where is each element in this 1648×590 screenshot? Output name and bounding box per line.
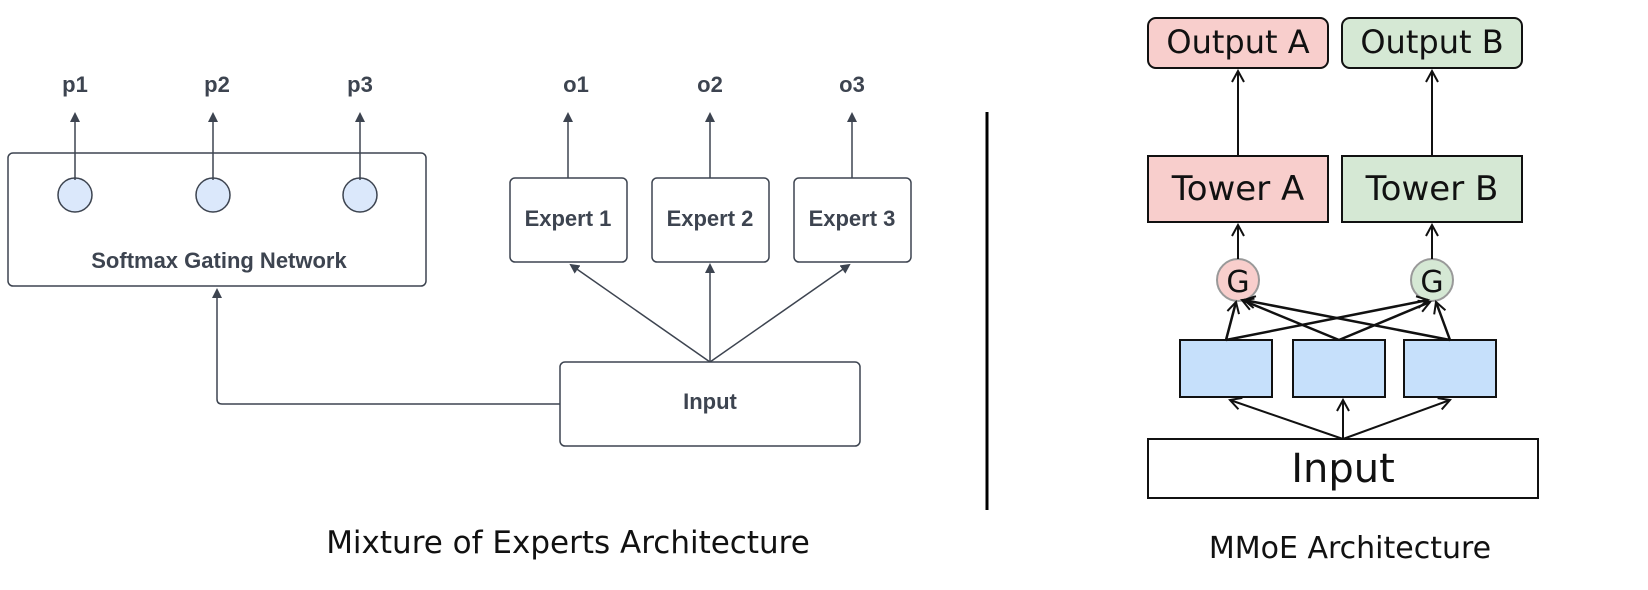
input-to-expert-arrow-1 xyxy=(569,263,711,363)
gate-output-label-3: p3 xyxy=(347,72,373,97)
expert-to-gate-arrows xyxy=(1224,300,1452,342)
mmoe-expert-box-3 xyxy=(1403,339,1497,398)
tower-b-label: Tower B xyxy=(1365,169,1499,209)
gate-b-label: G xyxy=(1420,265,1443,300)
moe-diagram: p1 p2 p3 Softmax Gating Network Expert 1… xyxy=(7,72,912,561)
mmoe-diagram: Output A Output B Tower A Tower B G G xyxy=(1147,17,1539,566)
tower-a-label: Tower A xyxy=(1171,169,1305,209)
expert-label-1: Expert 1 xyxy=(525,206,612,231)
mmoe-caption: MMoE Architecture xyxy=(1209,531,1491,566)
output-a-label: Output A xyxy=(1166,23,1309,61)
gate-node-3 xyxy=(342,177,378,213)
output-a-box xyxy=(1147,17,1329,69)
gate-a-label: G xyxy=(1226,265,1249,300)
gating-network-label: Softmax Gating Network xyxy=(91,248,347,273)
gate-output-label-2: p2 xyxy=(204,72,230,97)
gate-node-2 xyxy=(195,177,231,213)
tower-b-box xyxy=(1341,155,1523,223)
expert-output-label-1: o1 xyxy=(563,72,589,97)
output-b-label: Output B xyxy=(1360,23,1503,61)
output-b-box xyxy=(1341,17,1523,69)
gate-output-label-1: p1 xyxy=(62,72,88,97)
moe-caption: Mixture of Experts Architecture xyxy=(326,525,810,561)
tower-a-box xyxy=(1147,155,1329,223)
expert-output-label-2: o2 xyxy=(697,72,723,97)
input-to-expert-arrow-3 xyxy=(709,263,851,363)
mmoe-expert-box-1 xyxy=(1179,339,1273,398)
expert-label-3: Expert 3 xyxy=(809,206,896,231)
gate-node-1 xyxy=(57,177,93,213)
mmoe-expert-box-2 xyxy=(1292,339,1386,398)
expert-label-2: Expert 2 xyxy=(667,206,754,231)
input-to-gating-arrow xyxy=(212,288,560,405)
input-to-experts-arrows xyxy=(1230,400,1450,440)
gating-network-box xyxy=(7,152,427,287)
expert-output-label-3: o3 xyxy=(839,72,865,97)
moe-input-label: Input xyxy=(683,389,737,414)
mmoe-input-box xyxy=(1147,438,1539,499)
mmoe-input-label: Input xyxy=(1291,446,1395,492)
